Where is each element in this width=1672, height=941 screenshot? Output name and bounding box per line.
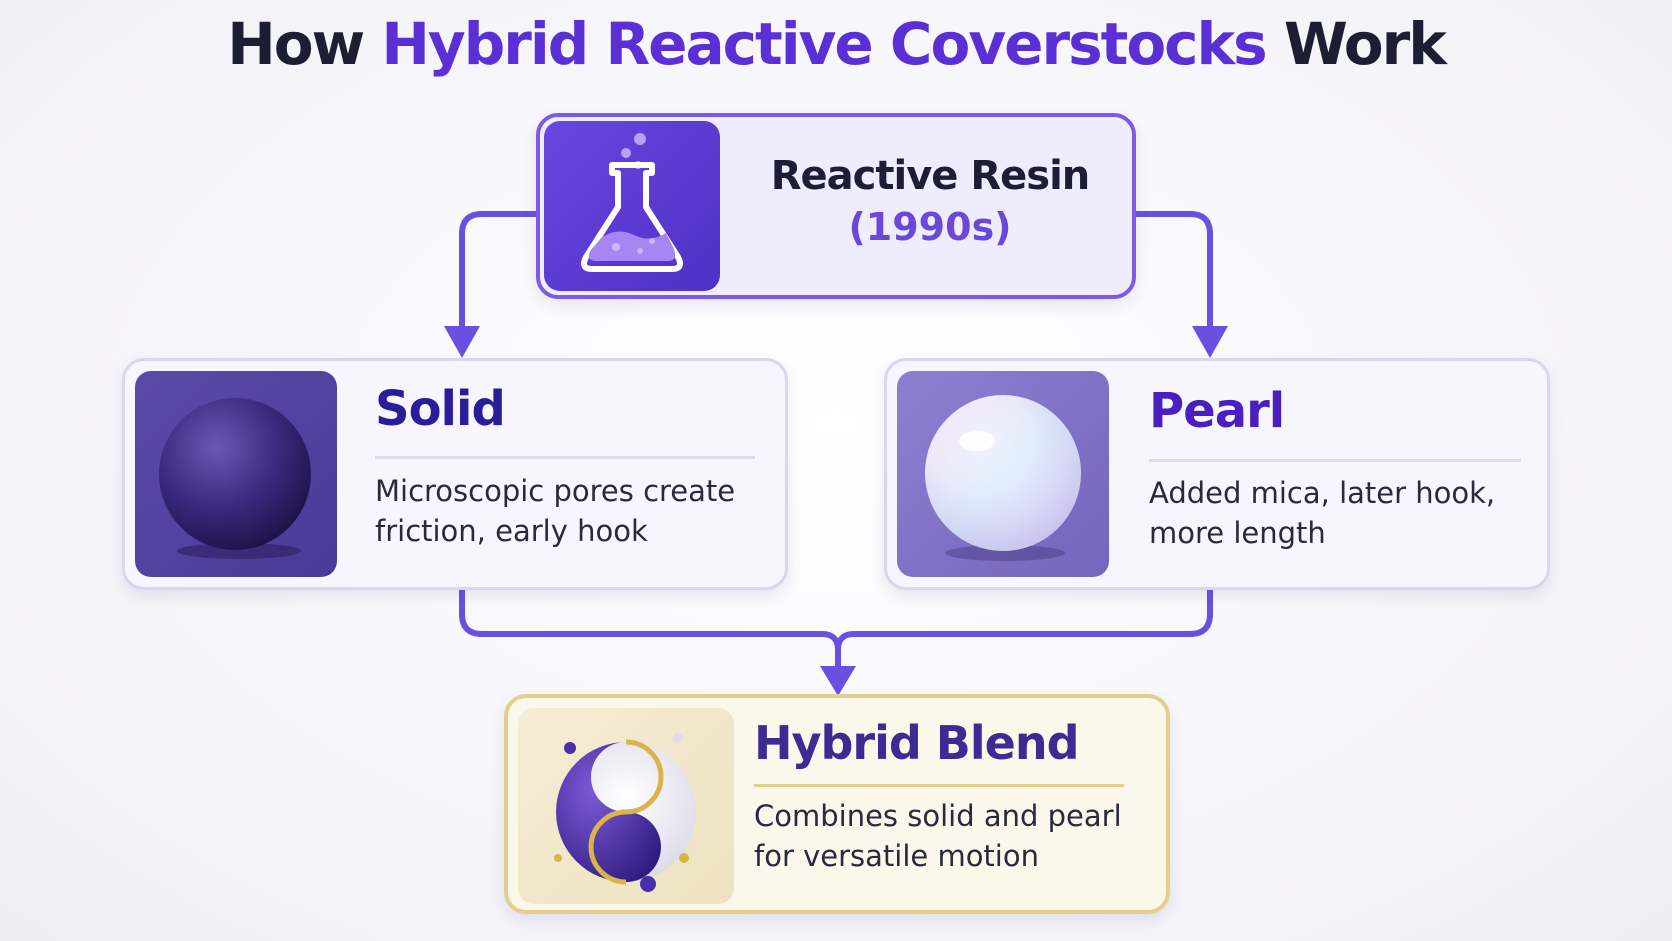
solid-description: Microscopic pores create friction, early… [375,474,736,548]
reactive-resin-card: Reactive Resin (1990s) [536,113,1136,299]
hybrid-divider [754,784,1124,787]
flask-icon [581,133,683,272]
page-title: How Hybrid Reactive Coverstocks Work [0,10,1672,78]
reactive-resin-title: Reactive Resin [770,153,1091,199]
connector-pearl-to-hybrid [835,587,1213,653]
solid-sphere-icon [159,398,311,559]
solid-card: Solid Microscopic pores create friction,… [122,358,788,590]
pearl-title: Pearl [1149,383,1285,439]
flask-tile [544,121,720,291]
reactive-resin-subtitle: (1990s) [848,205,1012,249]
solid-tile [135,371,337,577]
pearl-divider [1149,459,1521,462]
pearl-tile [897,371,1109,577]
pearl-sphere-icon [925,395,1081,561]
hybrid-blend-title: Hybrid Blend [754,716,1080,770]
title-suffix: Work [1283,10,1447,78]
pearl-description: Added mica, later hook, more length [1149,476,1496,550]
title-accent: Hybrid Reactive Coverstocks [381,10,1267,78]
arrowhead-solid [444,326,480,358]
solid-title: Solid [375,381,506,437]
solid-divider [375,456,755,459]
title-prefix: How [227,10,365,78]
hybrid-blend-description: Combines solid and pearl for versatile m… [754,799,1122,873]
hybrid-tile [518,708,734,904]
arrowhead-pearl [1192,326,1228,358]
connector-solid-to-hybrid [459,587,841,673]
connector-top-to-pearl [1133,211,1213,333]
swirl-blend-icon [554,733,696,892]
hybrid-blend-card: Hybrid Blend Combines solid and pearl fo… [504,694,1170,914]
pearl-card: Pearl Added mica, later hook, more lengt… [884,358,1550,590]
connector-top-to-solid [459,211,539,333]
arrowhead-hybrid [820,666,856,696]
